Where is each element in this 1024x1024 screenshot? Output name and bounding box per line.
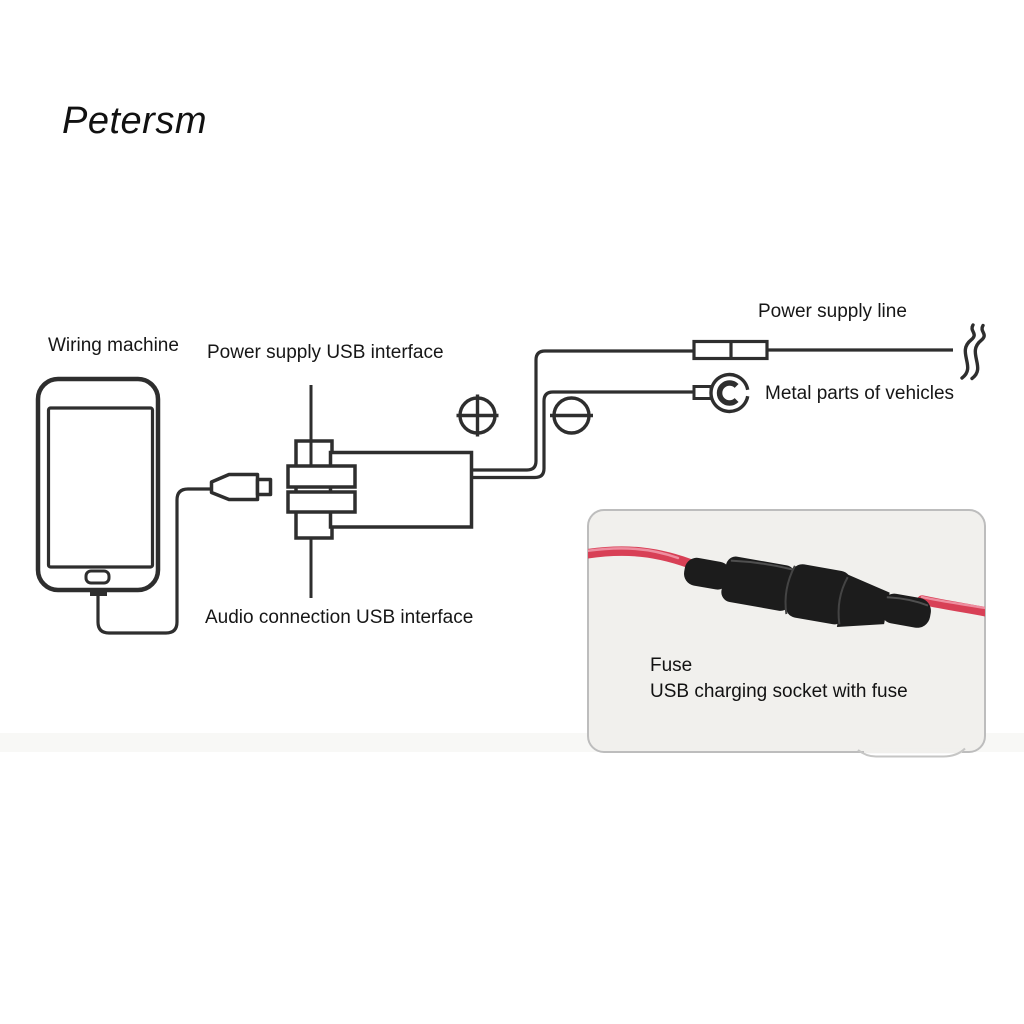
inset-caption: Fuse USB charging socket with fuse [650,653,908,705]
label-wiring-machine: Wiring machine [48,335,179,356]
usb-socket-box-icon [286,385,474,598]
smartphone-icon [35,376,161,596]
inset-photo [587,509,986,758]
inset-caption-line2: USB charging socket with fuse [650,681,908,702]
wire-break-icon [960,323,986,381]
ground-wire [470,390,694,480]
brand-watermark: Petersm [62,100,207,142]
micro-usb-plug-icon [209,472,273,502]
inline-fuse-icon [692,339,769,361]
red-wire-right [917,595,985,617]
red-wire-left [588,546,701,571]
fuse-holder-icon [683,556,931,628]
usb-cable-icon [96,487,213,635]
label-power-supply-usb-interface: Power supply USB interface [207,342,444,363]
inset-caption-line1: Fuse [650,655,693,676]
minus-screw-icon [550,396,593,435]
label-power-supply-line: Power supply line [758,301,907,322]
ring-terminal-icon [692,372,750,414]
label-metal-parts-of-vehicles: Metal parts of vehicles [765,383,955,404]
power-wire [470,349,693,472]
card-edge-artifact [857,747,966,758]
label-audio-connection-usb-interface: Audio connection USB interface [205,607,474,628]
plus-screw-icon [456,394,499,437]
